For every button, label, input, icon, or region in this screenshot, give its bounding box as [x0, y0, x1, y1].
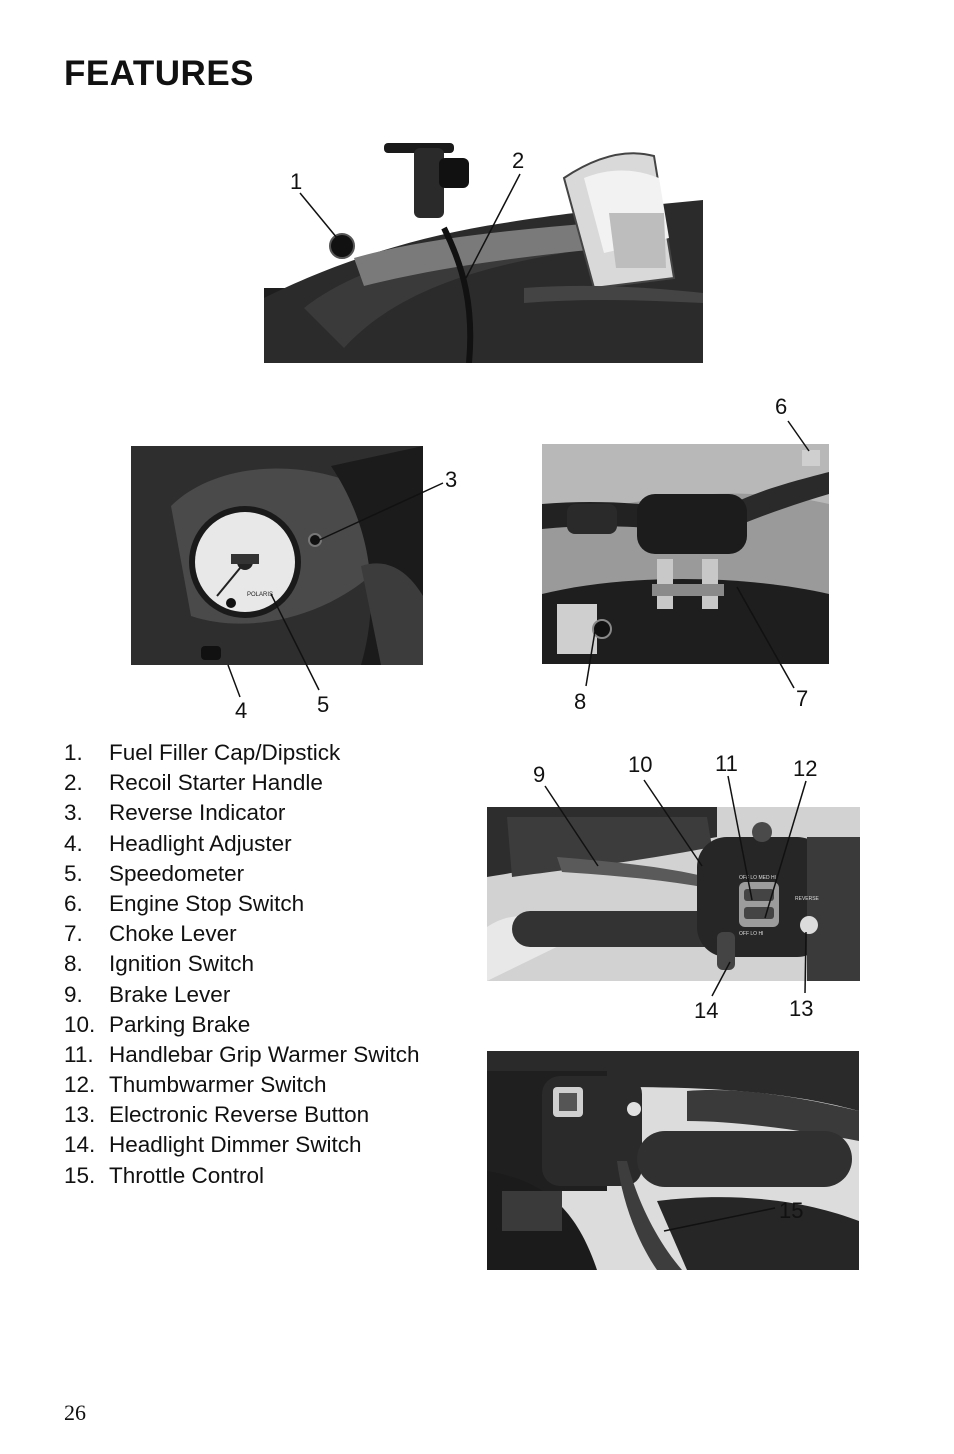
page-number: 26 [64, 1400, 86, 1425]
speedo-brand-label: POLARIS [247, 592, 273, 598]
callout-3: 3 [445, 467, 458, 492]
list-item: 1.Fuel Filler Cap/Dipstick [64, 740, 341, 765]
callout-12: 12 [793, 756, 818, 781]
list-item: 4.Headlight Adjuster [64, 830, 292, 856]
left-handlebar-photo: OFF LO MED HI OFF LO HI REVERSE [487, 807, 860, 981]
list-item: 9.Brake Lever [64, 981, 231, 1007]
callout-1: 1 [290, 169, 303, 194]
callout-8: 8 [574, 689, 587, 714]
list-item: 8.Ignition Switch [64, 951, 255, 977]
list-item: 15.Throttle Control [64, 1162, 265, 1188]
callout-14: 14 [694, 998, 719, 1023]
callout-5: 5 [317, 692, 330, 717]
callout-6: 6 [775, 394, 788, 419]
right-handlebar-photo [487, 1051, 859, 1270]
features-list: 1.Fuel Filler Cap/Dipstick 2.Recoil Star… [64, 738, 420, 1191]
speedometer-photo: POLARIS [131, 446, 423, 665]
list-item: 14.Headlight Dimmer Switch [64, 1132, 362, 1158]
handlebar-ignition-photo [542, 444, 829, 664]
list-item: 13.Electronic Reverse Button [64, 1102, 370, 1128]
list-item: 2.Recoil Starter Handle [64, 770, 323, 796]
list-item: 11.Handlebar Grip Warmer Switch [64, 1041, 420, 1067]
list-item: 12.Thumbwarmer Switch [64, 1072, 327, 1098]
warmer-switch-label: OFF LO MED HI [739, 875, 776, 881]
callout-4: 4 [235, 698, 248, 723]
callout-15: 15 [779, 1198, 804, 1223]
list-item: 7.Choke Lever [64, 921, 237, 947]
reverse-label: REVERSE [795, 896, 820, 902]
hood-console-photo [264, 118, 703, 363]
callout-2: 2 [512, 148, 525, 173]
list-item: 5.Speedometer [64, 860, 245, 886]
page-title: FEATURES [64, 54, 255, 93]
callout-7: 7 [796, 686, 809, 711]
callout-10: 10 [628, 752, 653, 777]
list-item: 10.Parking Brake [64, 1011, 251, 1037]
callout-9: 9 [533, 762, 546, 787]
list-item: 3.Reverse Indicator [64, 800, 286, 826]
light-switch-label: OFF LO HI [739, 931, 763, 937]
callout-13: 13 [789, 996, 814, 1021]
callout-11: 11 [715, 751, 738, 776]
list-item: 6.Engine Stop Switch [64, 890, 305, 916]
